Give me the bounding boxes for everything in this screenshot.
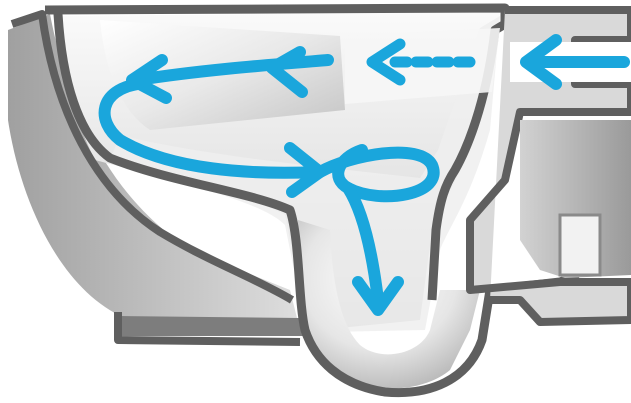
base-plate-left [118,316,305,336]
section-cut-outer [53,9,580,398]
inlet-arrow-head [520,34,562,90]
drain-down-arrow [342,182,384,306]
flow-arrows [98,34,630,316]
drain-down-arrow-head [352,276,404,316]
outlet-spigot [558,213,602,277]
rim-flow-arrow-mid-head [266,46,308,98]
rim-flow-arrow-lower [98,78,324,179]
left-outer-shell [8,14,300,330]
right-back-wall [520,120,631,278]
swirl-loop-arrow [314,144,440,203]
section-cut-foot [114,312,301,346]
inlet-dashed-arrow-head [366,38,406,86]
inlet-housing [466,6,631,326]
siphon-trap [297,220,480,389]
section-cut-left-wall [10,10,295,304]
rim-flow-arrow-upper [132,54,334,86]
